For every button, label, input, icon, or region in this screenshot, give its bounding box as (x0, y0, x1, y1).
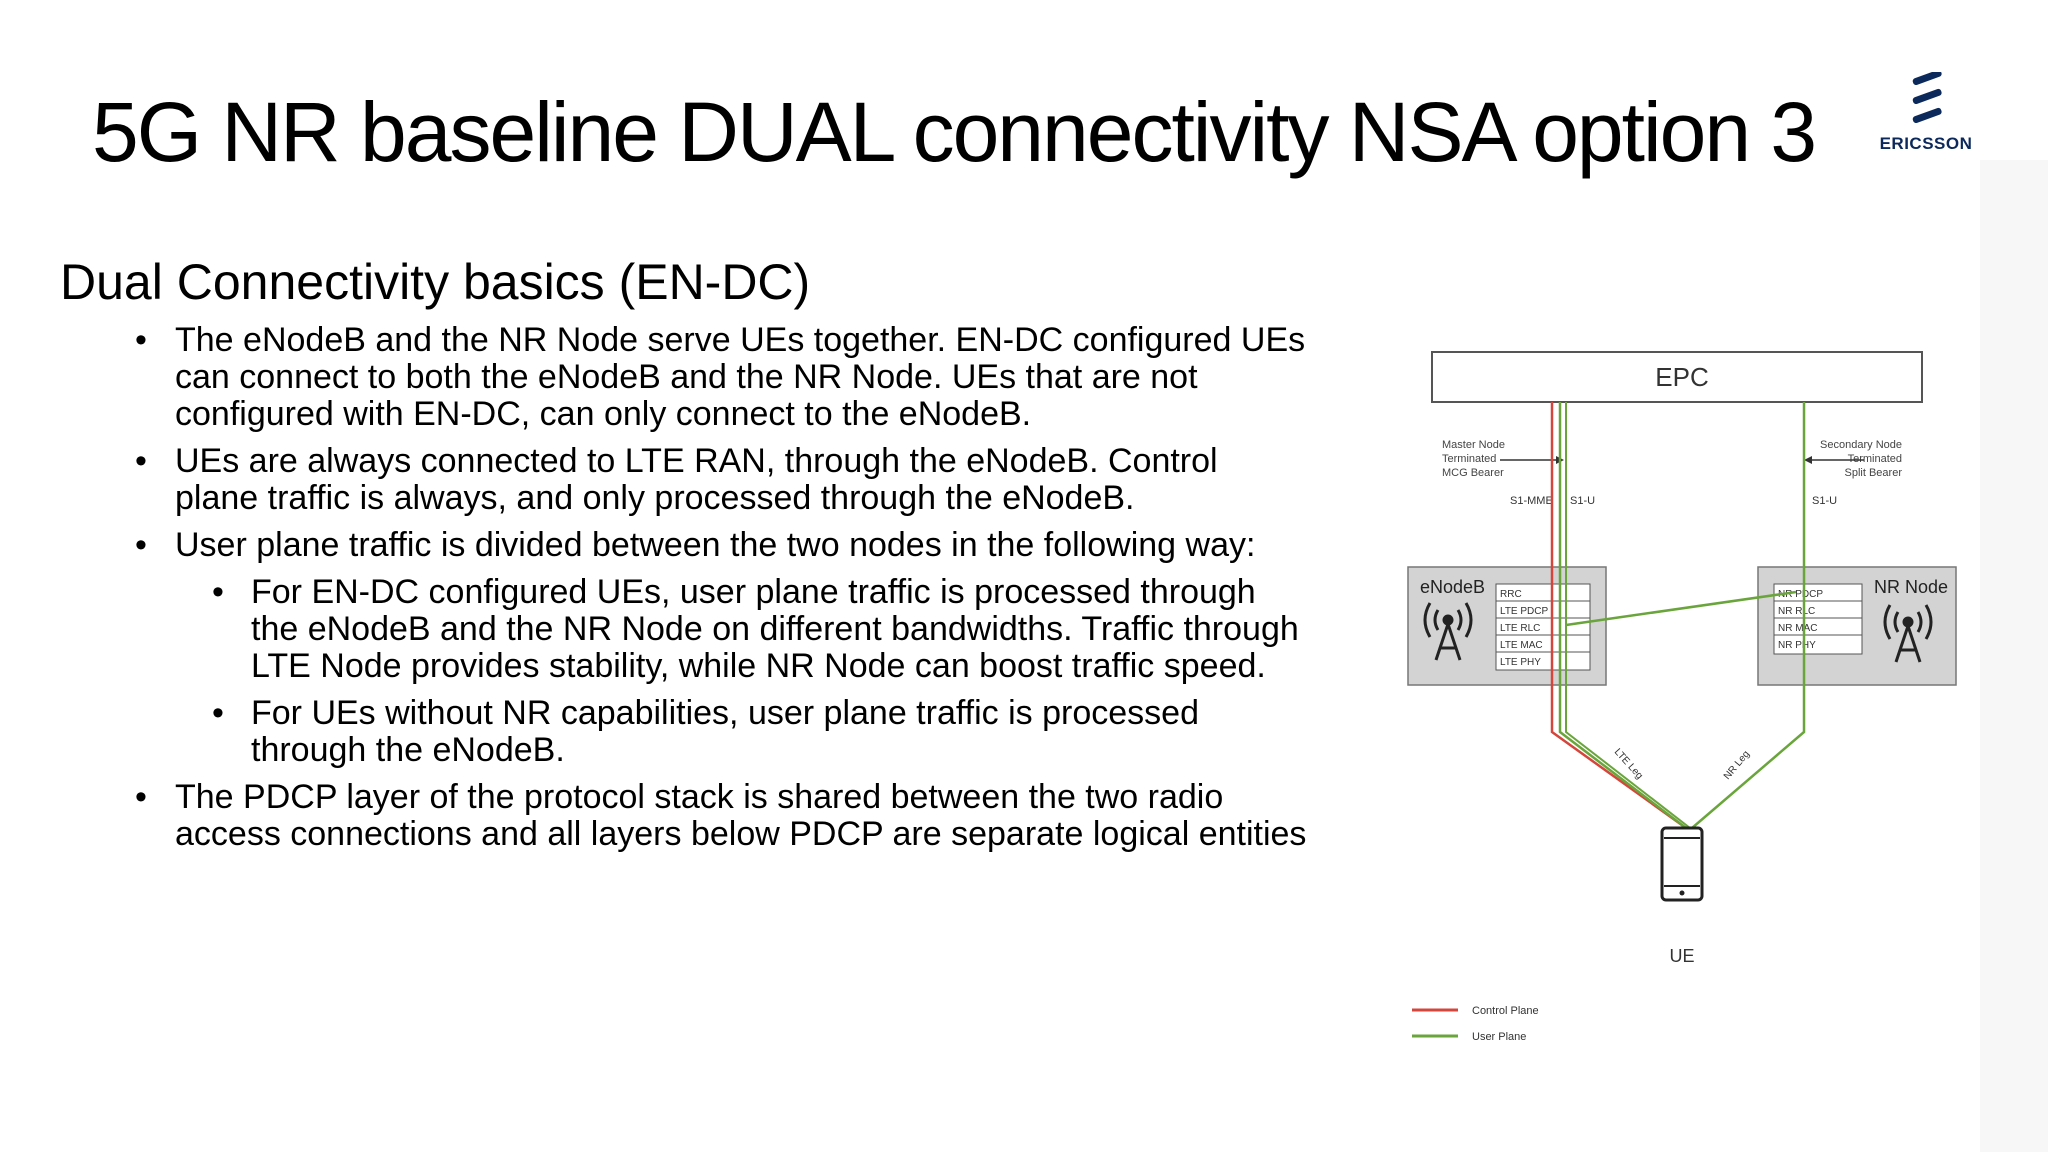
section-heading: Dual Connectivity basics (EN-DC) (60, 254, 811, 310)
master-note-line: MCG Bearer (1442, 467, 1504, 479)
user-plane-line (1691, 402, 1806, 829)
bullet-item: UEs are always connected to LTE RAN, thr… (130, 443, 1310, 517)
nr-stack-layer: NR PDCP (1778, 589, 1823, 600)
lte-stack-layer: LTE PHY (1500, 657, 1541, 668)
nr-node-label: NR Node (1874, 577, 1948, 597)
secondary-note-line: Split Bearer (1845, 467, 1903, 479)
secondary-note-line: Terminated (1848, 453, 1902, 465)
sub-bullet-item: For EN-DC configured UEs, user plane tra… (130, 574, 1310, 685)
nr-stack-layer: NR RLC (1778, 606, 1815, 617)
sub-bullet-item: For UEs without NR capabilities, user pl… (130, 695, 1310, 769)
x2-user-plane-line (1565, 590, 1797, 627)
nr-stack-layer: NR MAC (1778, 623, 1817, 634)
bullet-list: The eNodeB and the NR Node serve UEs tog… (130, 322, 1310, 863)
lte-stack-layer: LTE PDCP (1500, 606, 1548, 617)
legend-user-label: User Plane (1472, 1031, 1526, 1043)
ue-phone-icon (1660, 826, 1704, 902)
antenna-icon (1423, 602, 1473, 661)
user-plane-line (1565, 402, 1691, 829)
control-plane-line (1550, 402, 1687, 830)
lte-stack-layer: RRC (1500, 589, 1522, 600)
lte-stack-layer: LTE MAC (1500, 640, 1543, 651)
nr-stack-layer: NR PHY (1778, 640, 1816, 651)
bullet-item: The PDCP layer of the protocol stack is … (130, 779, 1310, 853)
lte-protocol-stack: RRC LTE PDCP LTE RLC LTE MAC LTE PHY (1495, 583, 1591, 671)
enodeb-label: eNodeB (1420, 577, 1485, 597)
ericsson-logo-text: ERICSSON (1879, 134, 1973, 153)
epc-label: EPC (1655, 362, 1708, 392)
nr-protocol-stack: NR PDCP NR RLC NR MAC NR PHY (1773, 583, 1863, 655)
slide-title: 5G NR baseline DUAL connectivity NSA opt… (92, 85, 1817, 179)
master-note-line: Master Node (1442, 439, 1505, 451)
bullet-item: User plane traffic is divided between th… (130, 527, 1310, 565)
lte-stack-layer: LTE RLC (1500, 623, 1540, 634)
ue-label: UE (1669, 946, 1694, 966)
s1-u-right-label: S1-U (1812, 495, 1837, 507)
secondary-note-line: Secondary Node (1820, 439, 1902, 451)
en-dc-diagram: EPC Master Node Terminated MCG Bearer Se… (1400, 340, 1980, 1060)
legend-control-label: Control Plane (1472, 1005, 1539, 1017)
ericsson-logo: ERICSSON (1876, 72, 1976, 162)
background-band (1980, 160, 2048, 1152)
master-note-line: Terminated (1442, 453, 1496, 465)
ericsson-logo-icon (1912, 72, 1942, 124)
user-plane-line (1558, 402, 1687, 829)
s1-u-left-label: S1-U (1570, 495, 1595, 507)
nr-leg-label: NR Leg (1722, 749, 1752, 782)
bullet-item: The eNodeB and the NR Node serve UEs tog… (130, 322, 1310, 433)
arrow-head-icon (1804, 456, 1812, 464)
epc-box (1431, 351, 1923, 403)
s1-mme-label: S1-MME (1510, 495, 1553, 507)
antenna-icon (1883, 604, 1933, 663)
